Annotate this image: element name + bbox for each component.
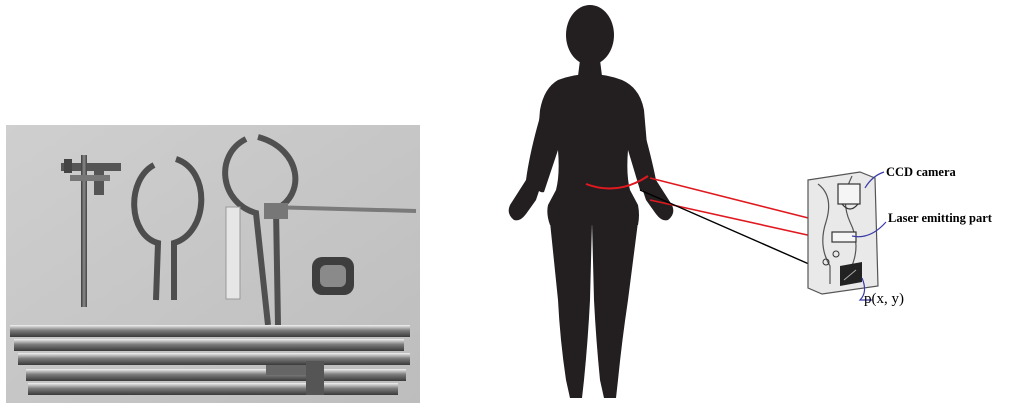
human-silhouette-icon bbox=[509, 5, 674, 398]
point-label: p(x, y) bbox=[864, 291, 904, 307]
ccd-camera-label: CCD camera bbox=[886, 165, 957, 179]
laser-scanner-device-icon bbox=[808, 172, 878, 294]
anthropometer-rods-icon bbox=[10, 325, 410, 395]
scan-diagram-svg: CCD camera Laser emitting part p(x, y) bbox=[500, 0, 1036, 403]
anthropometric-tools-photo bbox=[6, 125, 420, 403]
tools-photo-image bbox=[6, 125, 420, 403]
laser-scanning-diagram: CCD camera Laser emitting part p(x, y) bbox=[500, 0, 1036, 403]
tape-measure-icon bbox=[312, 257, 354, 295]
ruler-icon bbox=[226, 207, 240, 299]
laser-part-label: Laser emitting part bbox=[888, 211, 993, 225]
